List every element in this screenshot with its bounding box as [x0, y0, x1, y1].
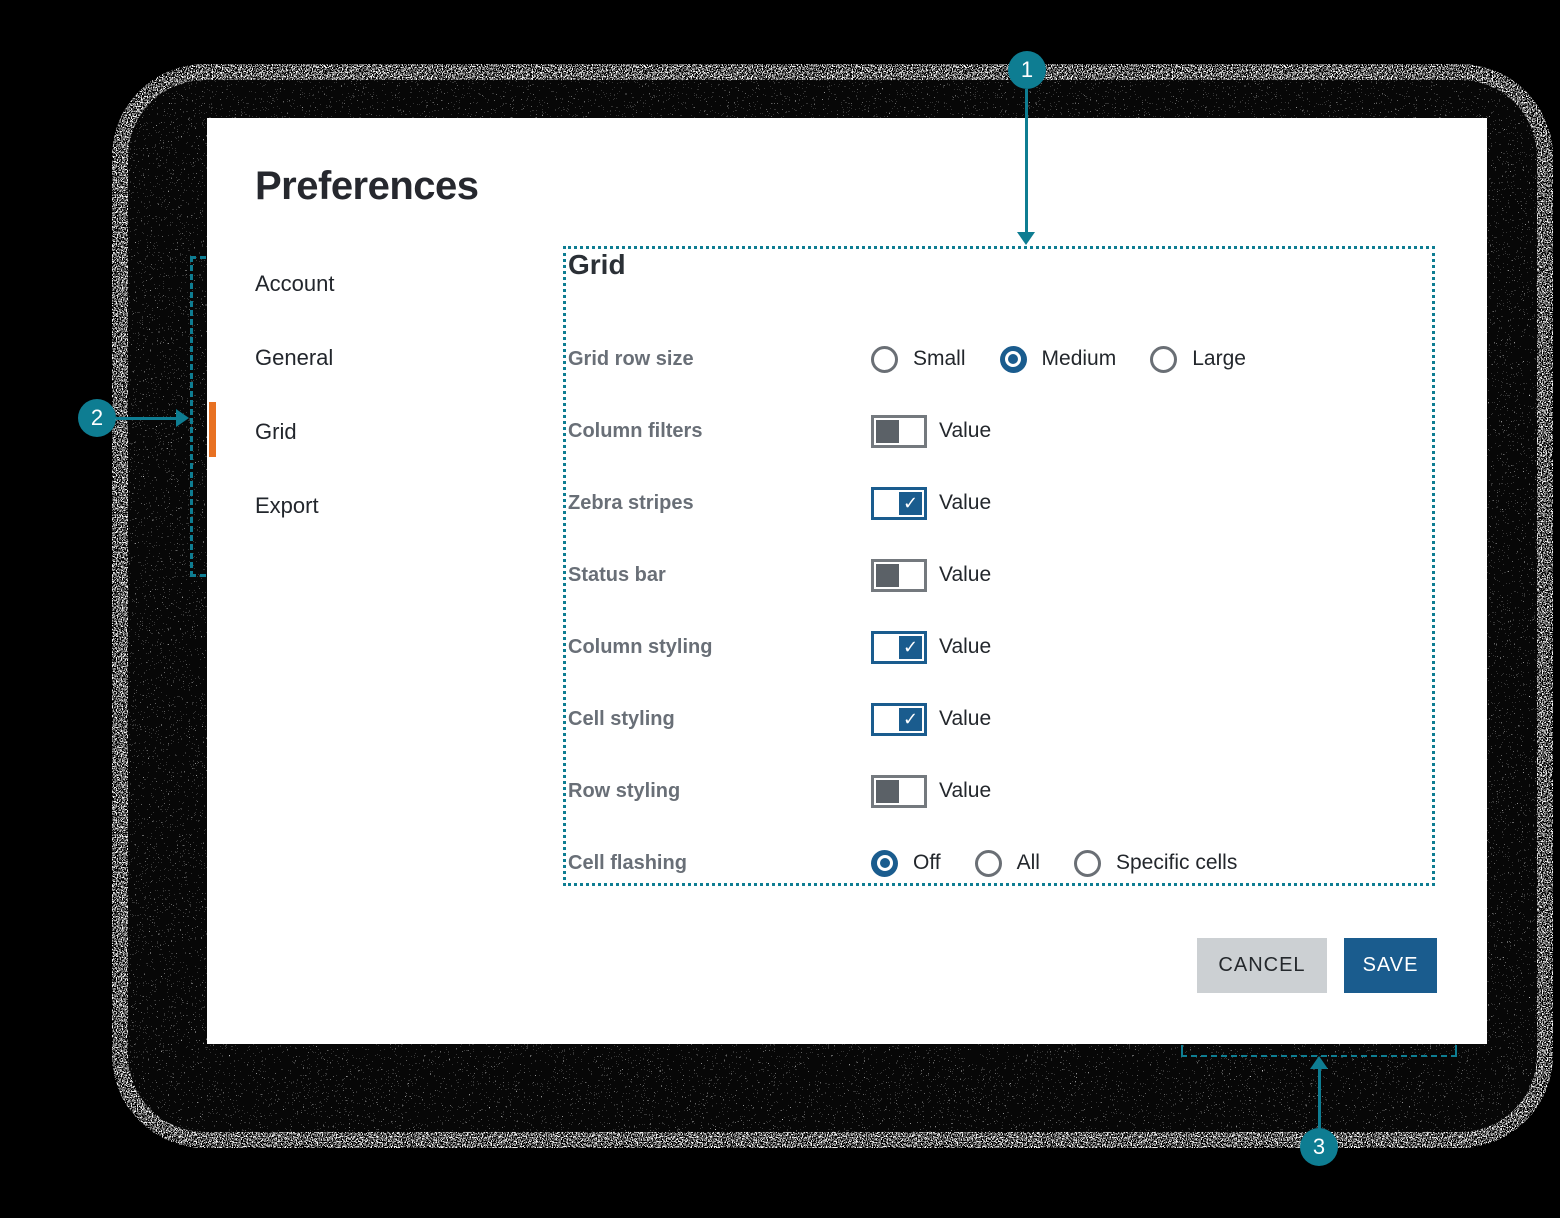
radio-group-grid-row-size: Small Medium Large [871, 345, 1246, 373]
callout-2-badge: 2 [78, 399, 116, 437]
selected-tab-indicator [209, 402, 216, 457]
radio-option-label: All [1016, 851, 1040, 874]
arrow-down-icon [1017, 232, 1035, 245]
cancel-button[interactable]: CANCEL [1197, 938, 1327, 993]
setting-row-column-filters: Column filters Value [568, 395, 1424, 467]
callout-1-arrow-line [1025, 89, 1028, 233]
callout-3-badge: 3 [1300, 1128, 1338, 1166]
callout-3-arrow-line [1318, 1069, 1321, 1129]
radio-unselected-icon[interactable] [1150, 345, 1178, 373]
footer-annotation-region [1181, 1045, 1457, 1057]
toggle-value-label: Value [939, 563, 992, 586]
radio-dot [1008, 354, 1019, 364]
setting-control: Off All Specific cells [871, 849, 1238, 877]
sidebar-item-export[interactable]: Export [255, 493, 319, 518]
radio-option-off[interactable]: Off [871, 849, 941, 877]
setting-label: Row styling [568, 779, 681, 802]
radio-selected-icon[interactable] [871, 849, 898, 877]
setting-row-row-styling: Row styling Value [568, 755, 1424, 827]
callout-1-badge: 1 [1008, 51, 1046, 89]
radio-inner-ring [1005, 351, 1022, 367]
setting-control: ✓ Value [871, 630, 992, 664]
setting-row-grid-row-size: Grid row size Small Medium Large [568, 323, 1424, 395]
setting-label: Cell styling [568, 707, 675, 730]
checkmark-icon: ✓ [899, 491, 922, 515]
setting-row-cell-flashing: Cell flashing Off All Specific cells [568, 827, 1424, 899]
radio-unselected-icon[interactable] [871, 345, 898, 373]
toggle-value-label: Value [939, 707, 992, 730]
sidebar-item-grid[interactable]: Grid [255, 419, 297, 444]
checkmark-icon: ✓ [899, 707, 922, 731]
radio-inner-ring [876, 855, 893, 871]
radio-option-small[interactable]: Small [871, 345, 966, 373]
arrow-right-icon [176, 409, 189, 427]
setting-label: Column styling [568, 635, 713, 658]
sidebar-item-general[interactable]: General [255, 345, 334, 370]
arrow-up-icon [1310, 1056, 1328, 1069]
dialog-footer: CANCEL SAVE [1197, 938, 1437, 993]
setting-row-cell-styling: Cell styling ✓ Value [568, 683, 1424, 755]
radio-option-medium[interactable]: Medium [999, 345, 1117, 373]
radio-option-label: Specific cells [1115, 851, 1238, 874]
toggle-value-label: Value [939, 419, 992, 442]
setting-label: Zebra stripes [568, 491, 694, 514]
callout-3-number: 3 [1312, 1134, 1326, 1159]
panel-heading: Grid [568, 249, 626, 280]
setting-row-status-bar: Status bar Value [568, 539, 1424, 611]
toggle-knob [876, 419, 899, 443]
sidebar-annotation-region [190, 256, 206, 577]
save-button[interactable]: SAVE [1344, 938, 1437, 993]
radio-option-label: Small [913, 347, 966, 370]
checkmark-icon: ✓ [899, 635, 922, 659]
setting-label: Status bar [568, 563, 666, 586]
setting-control: Value [871, 414, 992, 448]
toggle-knob [876, 563, 899, 587]
toggle-checkbox-checked[interactable]: ✓ [871, 630, 927, 664]
toggle-checkbox-unchecked[interactable] [871, 558, 927, 592]
callout-2-arrow-line [116, 417, 176, 420]
radio-option-large[interactable]: Large [1150, 345, 1246, 373]
radio-group-cell-flashing: Off All Specific cells [871, 849, 1238, 877]
toggle-checkbox-checked[interactable]: ✓ [871, 702, 927, 736]
radio-selected-icon[interactable] [999, 345, 1027, 373]
radio-option-label: Large [1192, 347, 1246, 370]
setting-label: Column filters [568, 419, 703, 442]
radio-unselected-icon[interactable] [974, 849, 1002, 877]
page-title: Preferences [255, 164, 479, 208]
toggle-value-label: Value [939, 635, 992, 658]
setting-row-zebra-stripes: Zebra stripes ✓ Value [568, 467, 1424, 539]
toggle-checkbox-unchecked[interactable] [871, 414, 927, 448]
setting-control: ✓ Value [871, 702, 992, 736]
callout-1-number: 1 [1020, 57, 1034, 82]
radio-option-label: Off [913, 851, 941, 874]
setting-label: Grid row size [568, 347, 694, 370]
setting-label: Cell flashing [568, 851, 687, 874]
toggle-knob [876, 779, 899, 803]
radio-option-specific-cells[interactable]: Specific cells [1073, 849, 1238, 877]
radio-option-label: Medium [1041, 347, 1117, 370]
toggle-value-label: Value [939, 779, 992, 802]
setting-control: Small Medium Large [871, 345, 1246, 373]
radio-unselected-icon[interactable] [1073, 849, 1101, 877]
setting-row-column-styling: Column styling ✓ Value [568, 611, 1424, 683]
sidebar-item-account[interactable]: Account [255, 271, 335, 296]
toggle-checkbox-unchecked[interactable] [871, 774, 927, 808]
toggle-checkbox-checked[interactable]: ✓ [871, 486, 927, 520]
radio-option-all[interactable]: All [974, 849, 1040, 877]
radio-dot [879, 858, 890, 868]
callout-2-number: 2 [90, 405, 104, 430]
setting-control: Value [871, 774, 992, 808]
toggle-value-label: Value [939, 491, 992, 514]
setting-control: ✓ Value [871, 486, 992, 520]
setting-control: Value [871, 558, 992, 592]
